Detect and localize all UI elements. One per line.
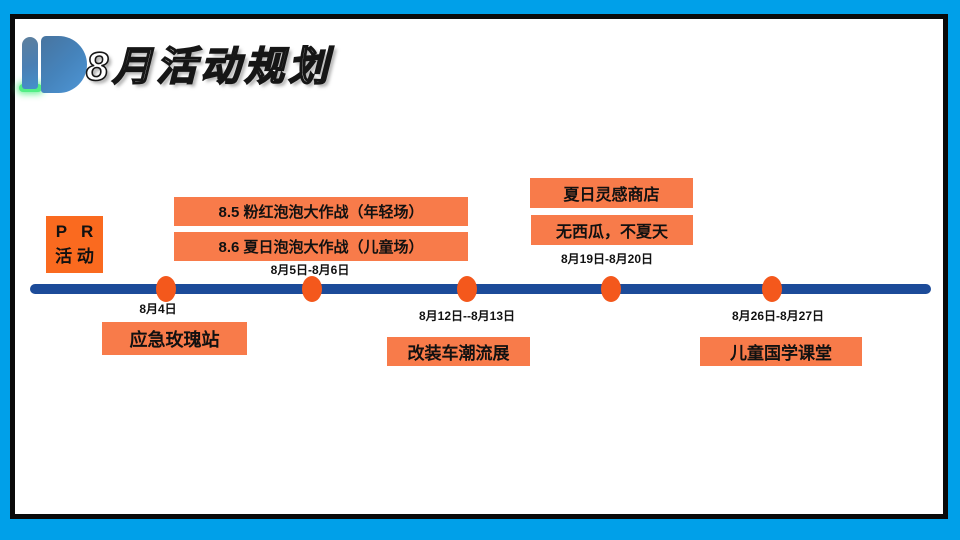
timeline-dot-4: [601, 276, 621, 302]
event-box-pink-bubble-battle: 8.5 粉红泡泡大作战（年轻场）: [174, 197, 468, 226]
pr-activity-line2: 活 动: [55, 246, 94, 266]
date-label-aug26-27: 8月26日-8月27日: [731, 309, 825, 323]
logo-i-bar-icon: [22, 37, 38, 89]
date-label-aug4: 8月4日: [139, 302, 177, 316]
timeline-dot-3: [457, 276, 477, 302]
timeline-bar: [30, 284, 931, 294]
slide-content-panel: [10, 14, 948, 519]
page-title: 8月活动规划: [85, 44, 333, 90]
event-box-summer-bubble-battle: 8.6 夏日泡泡大作战（儿童场）: [174, 232, 468, 261]
event-box-modified-car-trend-show: 改装车潮流展: [387, 337, 530, 366]
timeline-dot-1: [156, 276, 176, 302]
event-box-no-watermelon-no-summer: 无西瓜，不夏天: [531, 215, 693, 245]
pr-activity-line1: P R: [55, 221, 94, 241]
timeline-dot-2: [302, 276, 322, 302]
date-label-aug12-13: 8月12日--8月13日: [418, 309, 516, 323]
event-box-children-guoxue-class: 儿童国学课堂: [700, 337, 862, 366]
pr-activity-box: P R 活 动: [46, 216, 103, 273]
event-box-emergency-rose-station: 应急玫瑰站: [102, 322, 247, 355]
timeline-dot-5: [762, 276, 782, 302]
event-box-summer-inspiration-shop: 夏日灵感商店: [530, 178, 693, 208]
date-label-aug19-20: 8月19日-8月20日: [560, 252, 654, 266]
logo-d-shape-icon: [41, 36, 87, 93]
date-label-aug5-6: 8月5日-8月6日: [270, 263, 350, 277]
